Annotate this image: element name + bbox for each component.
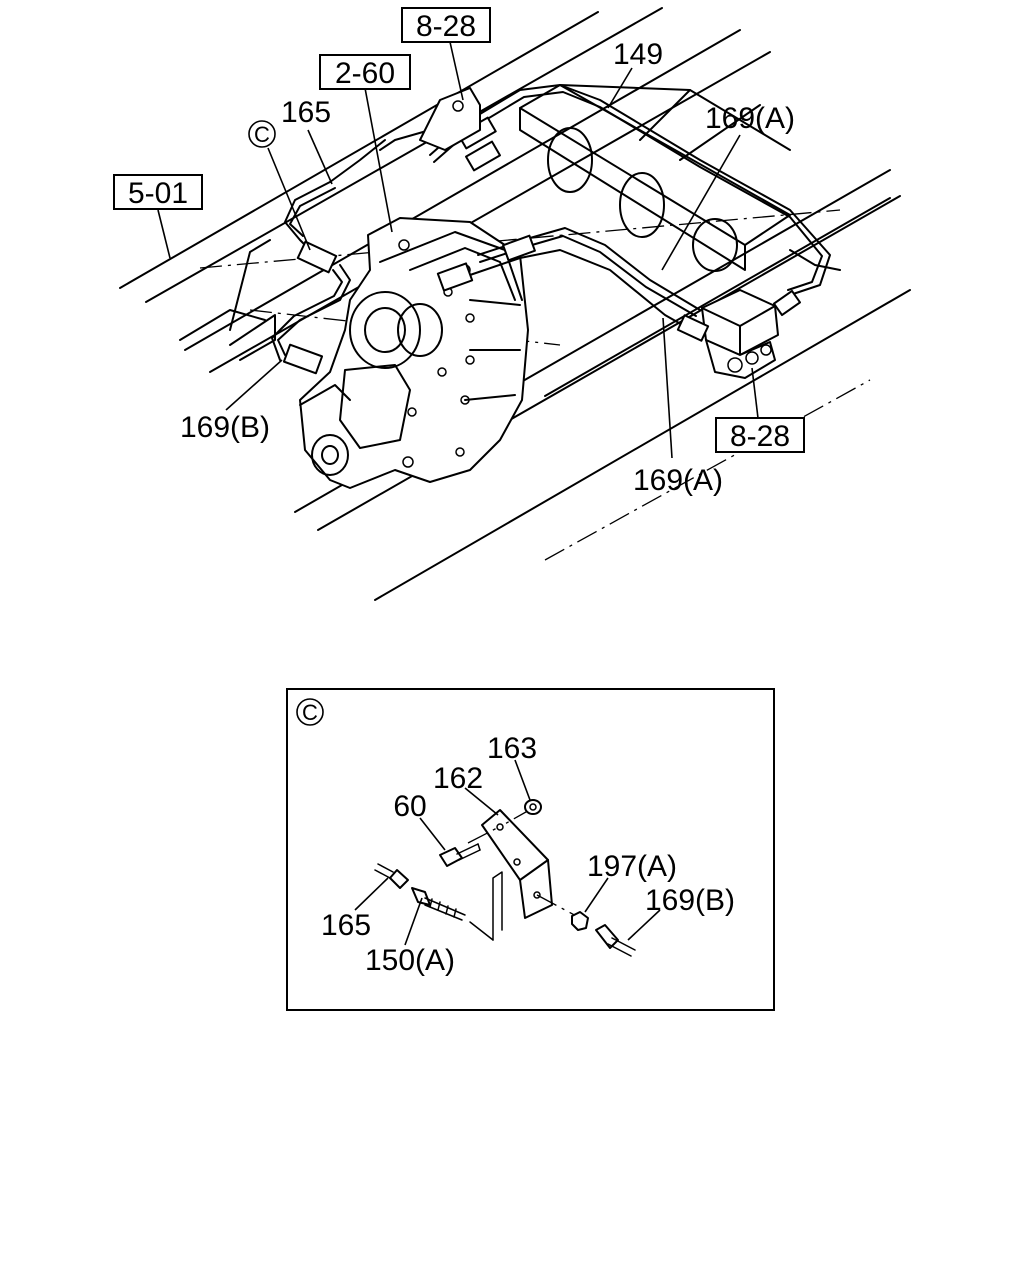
view-marker-c-top[interactable]: C (248, 120, 276, 148)
bolt-60 (439, 843, 481, 867)
svg-text:5-01: 5-01 (128, 177, 188, 210)
label-169a-bottom: 169(A) (633, 464, 723, 497)
ref-box-8-28-right[interactable]: 8-28 (715, 417, 805, 453)
nut-197a (571, 911, 589, 931)
ref-box-8-28-top[interactable]: 8-28 (401, 7, 491, 43)
view-marker-c-detail: C (296, 698, 324, 726)
fitting-165 (374, 863, 409, 889)
bracket-162 (481, 809, 553, 919)
label-169a-top: 169(A) (705, 102, 795, 135)
leader-lines-detail (354, 759, 661, 946)
nut-163 (524, 799, 542, 815)
label-149: 149 (613, 38, 663, 71)
label-60: 60 (393, 790, 426, 823)
label-165-detail: 165 (321, 909, 371, 942)
svg-text:2-60: 2-60 (335, 57, 395, 90)
svg-text:8-28: 8-28 (730, 420, 790, 453)
label-169b-detail: 169(B) (645, 884, 735, 917)
bracket-top (419, 87, 481, 151)
label-165-top: 165 (281, 96, 331, 129)
label-169b-top: 169(B) (180, 411, 270, 444)
ref-box-2-60[interactable]: 2-60 (319, 54, 411, 90)
svg-text:8-28: 8-28 (416, 10, 476, 43)
leader-lines-top (157, 41, 759, 459)
label-150a: 150(A) (365, 944, 455, 977)
label-197a: 197(A) (587, 850, 677, 883)
label-162: 162 (433, 762, 483, 795)
fitting-169b (595, 924, 636, 957)
svg-text:C: C (302, 700, 318, 725)
valve-block (676, 289, 802, 379)
ref-box-5-01[interactable]: 5-01 (113, 174, 203, 210)
stud-150a (411, 887, 466, 921)
label-163: 163 (487, 732, 537, 765)
svg-text:C: C (254, 122, 270, 147)
